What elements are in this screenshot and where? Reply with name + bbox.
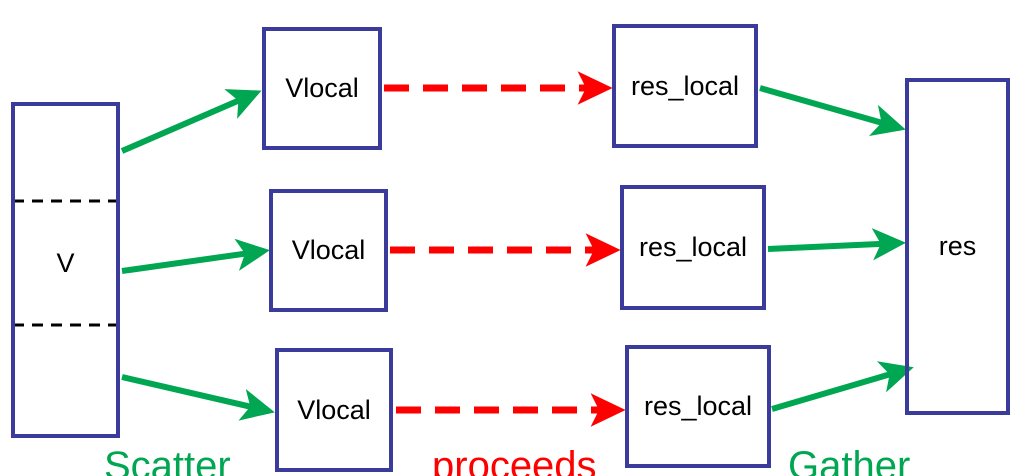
node-vlocal-3-label: Vlocal (297, 394, 371, 425)
scatter-arrow-1 (120, 89, 262, 154)
caption-scatter: Scatter (104, 444, 231, 476)
gather-arrow-1 (759, 85, 906, 136)
node-vlocal-1[interactable]: Vlocal (262, 27, 382, 150)
scatter-arrow-2 (121, 238, 270, 274)
caption-gather: Gather (788, 444, 911, 476)
node-vlocal-3[interactable]: Vlocal (275, 348, 393, 472)
node-res-local-2-label: res_local (638, 232, 748, 262)
node-res-local-2[interactable]: res_local (620, 185, 766, 310)
node-vlocal-1-label: Vlocal (285, 73, 359, 103)
node-input-vector[interactable] (11, 102, 120, 438)
caption-process: proceeds (432, 444, 597, 476)
node-res-local-1-label: res_local (630, 70, 740, 101)
node-vlocal-2-label: Vlocal (291, 235, 366, 265)
gather-arrow-2 (767, 228, 906, 261)
node-res-local-3[interactable]: res_local (625, 345, 771, 468)
node-output-result[interactable]: res (905, 78, 1010, 415)
gather-arrow-3 (771, 361, 914, 412)
node-vlocal-2[interactable]: Vlocal (269, 189, 388, 312)
node-output-result-label: res (938, 231, 977, 261)
node-input-vector-label: V (56, 248, 75, 278)
scatter-arrow-3 (121, 374, 275, 421)
node-res-local-3-label: res_local (643, 391, 753, 421)
node-res-local-1[interactable]: res_local (612, 24, 758, 148)
